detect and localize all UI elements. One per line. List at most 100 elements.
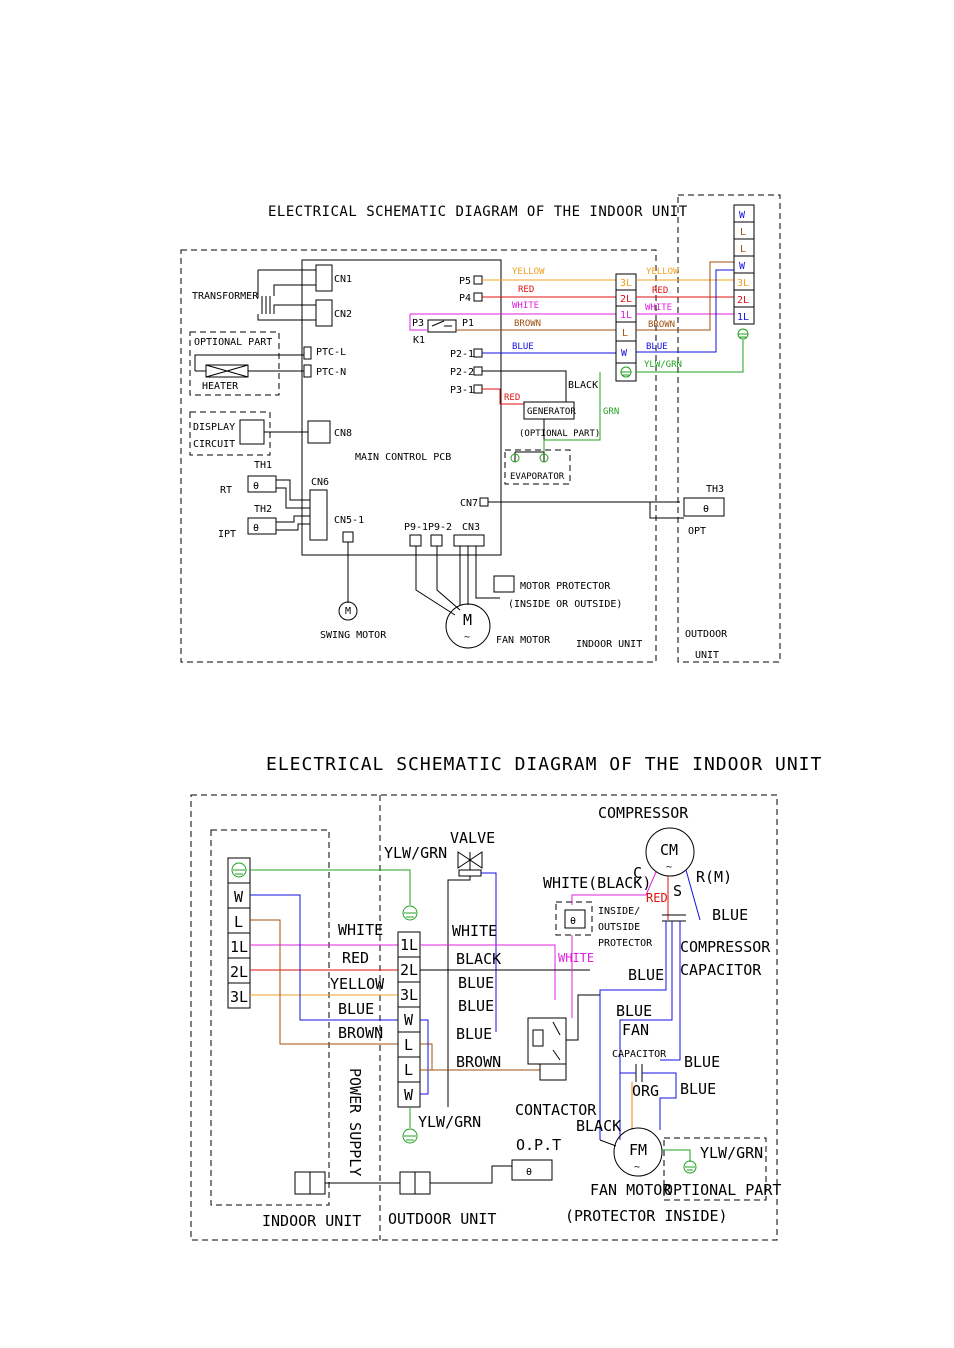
evaporator-frame — [504, 449, 571, 485]
wire-ylwgrn-fan-label: YLW/GRN — [700, 1144, 763, 1162]
wire-red-label: RED — [518, 285, 534, 295]
diagram-2: ELECTRICAL SCHEMATIC DIAGRAM OF THE INDO… — [190, 754, 821, 1241]
wire-grn-label: GRN — [603, 407, 619, 417]
p9-2-label: P9-2 — [428, 522, 452, 533]
p4-pin — [473, 292, 483, 302]
contactor-coil — [532, 1029, 544, 1047]
main-pcb-label: MAIN CONTROL PCB — [355, 452, 451, 463]
wire-ylwgrn-label: YLW/GRN — [644, 360, 682, 370]
outdoor-terminal-block: W L L W 3L 2L 1L — [733, 204, 755, 340]
th2-sensor — [247, 517, 277, 535]
valve-label: VALVE — [450, 829, 495, 847]
cn6-label: CN6 — [311, 477, 329, 488]
ptc-n-pin — [303, 364, 312, 378]
p9-2-connector — [430, 534, 443, 547]
wire-red-out-label: RED — [652, 286, 668, 296]
protector-theta: θ — [570, 916, 576, 927]
fan-motor-icon — [445, 603, 491, 649]
ptc-l-pin — [303, 346, 312, 360]
wire-blue-8-label: BLUE — [616, 1002, 652, 1020]
mid-term2-w2: W — [404, 1086, 414, 1104]
ipt-label: IPT — [218, 529, 236, 540]
wire-ylwgrn-out — [636, 340, 744, 373]
p9-1-label: P9-1 — [404, 522, 428, 533]
k1-relay — [427, 319, 457, 333]
wire-blue-3-label: BLUE — [458, 974, 494, 992]
p2-1-label: P2-1 — [450, 349, 474, 360]
mid-term2-l2: L — [404, 1061, 413, 1079]
th1-sensor — [247, 475, 277, 493]
opt-label-2: O.P.T — [516, 1136, 561, 1154]
valve-coil — [458, 869, 482, 877]
opt-label: OPT — [688, 526, 706, 537]
motor-protector-icon — [493, 575, 515, 593]
out-term-l1: L — [740, 227, 746, 238]
wire-brown-2-label: BROWN — [338, 1024, 383, 1042]
indoor-inner-frame — [210, 829, 330, 1206]
wire-red-2-label: RED — [342, 949, 369, 967]
out-term-1l: 1L — [737, 312, 749, 323]
mid-term2-2l: 2L — [400, 961, 418, 979]
wire-blue-2-label: BLUE — [338, 1000, 374, 1018]
optional-part-label: OPTIONAL PART — [194, 337, 272, 348]
fan-motor-2-tilde: ~ — [634, 1162, 640, 1173]
power-supply-label: POWER SUPPLY — [346, 1068, 364, 1176]
compressor-tilde: ~ — [666, 862, 672, 873]
cn5-1-label: CN5-1 — [334, 515, 364, 526]
wire-white-out-label: WHITE — [645, 303, 672, 313]
opt-sensor — [511, 1159, 553, 1181]
mid-term-w: W — [621, 348, 628, 359]
th2-theta: θ — [253, 523, 259, 534]
contactor-label: CONTACTOR — [515, 1101, 597, 1119]
left-term-3l: 3L — [230, 988, 248, 1006]
opt-theta: θ — [526, 1167, 532, 1178]
optional-part-2-label: OPTIONAL PART — [664, 1181, 781, 1199]
wire-yellow-label: YELLOW — [512, 267, 545, 277]
wire-white-black — [571, 871, 657, 905]
wire-blue-label: BLUE — [512, 342, 534, 352]
outdoor-terminal-block-2: 1L 2L 3L W L L W — [397, 931, 421, 1108]
diagram-2-frame — [190, 794, 778, 1241]
mid-term-2l: 2L — [620, 294, 632, 305]
transformer-coil-icon — [257, 269, 316, 321]
fan-motor-2-label: FAN MOTOR — [590, 1181, 672, 1199]
heater-label: HEATER — [202, 381, 239, 392]
cn3-label: CN3 — [462, 522, 480, 533]
wire-white-4-label: WHITE — [558, 951, 594, 965]
p5-pin — [473, 275, 483, 285]
cn1-label: CN1 — [334, 274, 352, 285]
outdoor-unit-label-2: UNIT — [695, 650, 719, 661]
display-label-1: DISPLAY — [193, 422, 235, 433]
mid-term-l: L — [622, 328, 628, 339]
rt-label: RT — [220, 485, 232, 496]
wire-blue-out-label: BLUE — [646, 342, 668, 352]
fan-motor-letter: M — [463, 611, 472, 629]
swing-motor-letter: M — [345, 606, 351, 617]
compressor-c: C — [633, 864, 642, 882]
cn8-label: CN8 — [334, 428, 352, 439]
protector-label-2: OUTSIDE — [598, 922, 640, 933]
wire-white-3 — [420, 944, 556, 1000]
out-term-3l: 3L — [737, 278, 749, 289]
wire-ylwgrn-top-label: YLW/GRN — [384, 844, 447, 862]
optional-part-frame — [189, 331, 280, 396]
indoor-unit-label-2: INDOOR UNIT — [262, 1212, 361, 1230]
wire-red-gen-label: RED — [504, 393, 520, 403]
protector-label-3: PROTECTOR — [598, 938, 653, 949]
th3-theta: θ — [703, 504, 709, 515]
out-term-2l: 2L — [737, 295, 749, 306]
wire-blue-out — [636, 269, 734, 353]
wire-brown-3-label: BROWN — [456, 1053, 501, 1071]
swing-motor-label: SWING MOTOR — [320, 630, 387, 641]
wire-black-3-label: BLACK — [456, 950, 501, 968]
protector-label-1: INSIDE/ — [598, 906, 640, 917]
th1-theta: θ — [253, 481, 259, 492]
wire-blue-5-label: BLUE — [456, 1025, 492, 1043]
wire-white-black-label: WHITE(BLACK) — [543, 874, 651, 892]
p4-label: P4 — [459, 293, 471, 304]
indoor-unit-label: INDOOR UNIT — [576, 639, 642, 650]
p3-label: P3 — [412, 318, 424, 329]
cn6-connector — [309, 489, 328, 541]
p2-1-pin — [473, 348, 483, 358]
out-term-w1: W — [739, 210, 746, 221]
